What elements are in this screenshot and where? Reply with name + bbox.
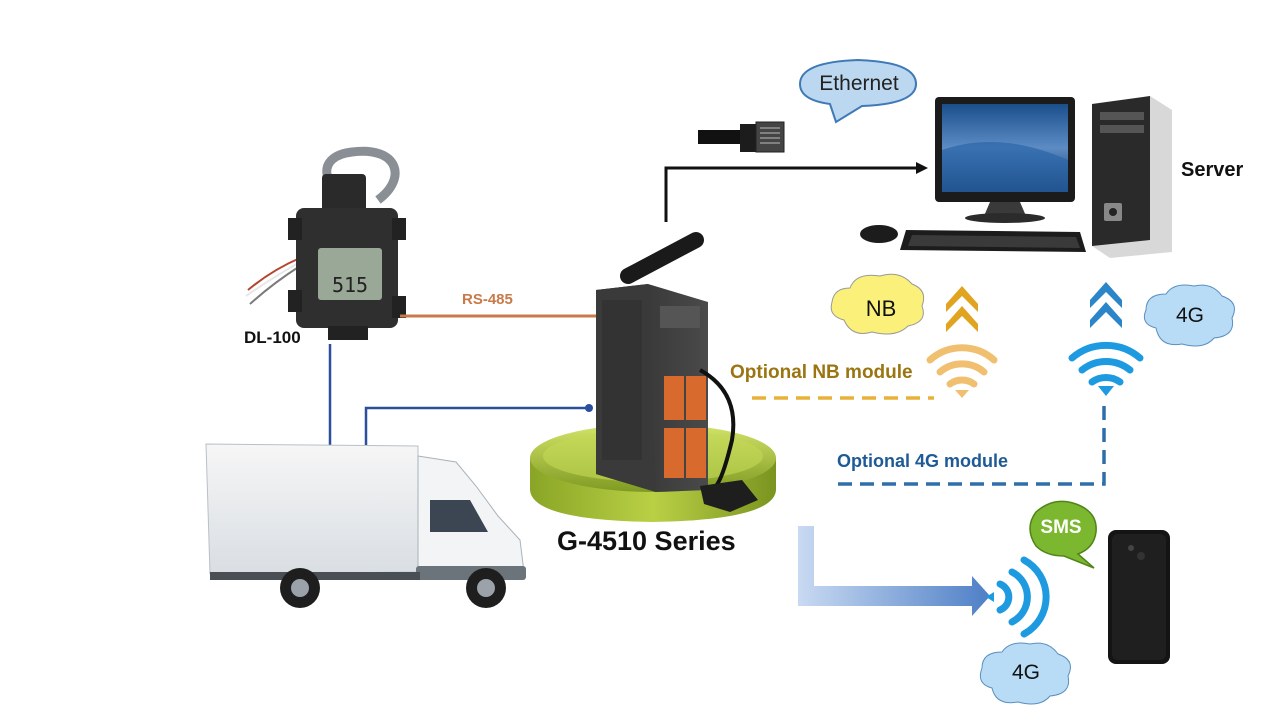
wifi-icon-phone-tail	[986, 592, 994, 602]
pc-tower-icon	[1092, 96, 1172, 258]
4g-dashed-line	[838, 406, 1106, 486]
dl100-label: DL-100	[244, 328, 301, 347]
wifi-icon-nb	[926, 344, 998, 388]
truck-wiring	[328, 344, 588, 456]
smartphone-icon	[1108, 530, 1170, 664]
ethernet-line	[664, 166, 920, 222]
nb-cloud-icon	[830, 273, 925, 335]
ethernet-bubble-shape	[798, 58, 918, 124]
ethernet-plug-icon	[698, 121, 785, 153]
sms-bubble-shape	[1029, 500, 1097, 569]
sms-arrow	[798, 526, 990, 616]
dl100-sensor-icon: 515	[245, 146, 406, 340]
4g-bottom-label: 4G	[1011, 661, 1040, 684]
4g-cloud-icon-top	[1143, 284, 1235, 347]
4g-cloud-icon-bottom	[979, 642, 1071, 705]
sms-label: SMS	[1040, 517, 1082, 538]
server-group	[860, 96, 1172, 258]
mouse-icon	[860, 225, 898, 243]
optional-4g-module-label: Optional 4G module	[837, 451, 1009, 471]
ethernet-label: Ethernet	[819, 72, 899, 95]
g4510-label: G-4510 Series	[557, 526, 736, 556]
wiring-node	[585, 404, 593, 412]
wifi-icon-4g-top	[1068, 341, 1144, 386]
signal-arrows-icon-nb	[946, 286, 978, 332]
rs485-label: RS-485	[462, 291, 513, 308]
g4510-device-icon	[596, 232, 758, 512]
keyboard-icon	[900, 230, 1086, 252]
signal-arrows-icon-4g	[1090, 282, 1122, 328]
server-label: Server	[1181, 159, 1244, 181]
monitor-icon	[935, 97, 1075, 223]
wifi-icon-4g-top-tail	[1098, 386, 1114, 396]
nb-label: NB	[865, 296, 897, 321]
ethernet-line-arrowhead	[916, 162, 928, 174]
optional-nb-module-label: Optional NB module	[730, 362, 913, 383]
4g-top-label: 4G	[1175, 304, 1204, 327]
svg-text:515: 515	[332, 273, 368, 297]
wifi-icon-phone	[996, 556, 1050, 638]
truck-icon	[205, 443, 526, 608]
wifi-icon-nb-tail	[955, 390, 969, 398]
